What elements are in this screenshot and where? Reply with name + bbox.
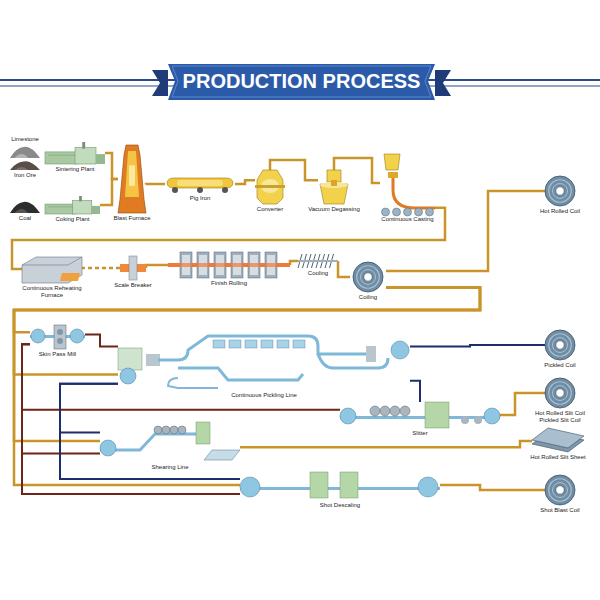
flow-line (440, 485, 545, 490)
stage-caption: Finish Rolling (204, 280, 254, 287)
flow-line (82, 268, 120, 269)
stage-caption: Shearing Line (145, 464, 195, 471)
stage-caption: Blast Furnace (109, 215, 155, 222)
process-stage: Pickled Coil (545, 330, 575, 360)
stage-caption: Converter (250, 206, 290, 213)
title-banner (0, 0, 600, 120)
stage-caption: Continuous Pickling Line (219, 392, 309, 399)
stage-illustration (545, 176, 575, 206)
stage-illustration (318, 170, 350, 204)
stage-caption: Limestone (5, 136, 45, 143)
flow-line (410, 381, 420, 402)
stage-caption: Coiling (351, 294, 385, 301)
stage-illustration (10, 160, 40, 170)
diagram-title: PRODUCTION PROCESS (168, 69, 435, 93)
stage-caption: Shot Descaling (315, 502, 365, 509)
process-stage: Hot Rolled Slit Sheet (532, 430, 584, 452)
process-stage: Limestone (10, 145, 40, 158)
stage-illustration (340, 402, 500, 428)
stage-caption: Slitter (405, 430, 435, 437)
process-stage: Coal (10, 200, 40, 213)
process-stage: Hot Rolled Slit Coil Pickled Slit Coil (545, 378, 575, 408)
stage-illustration (532, 430, 584, 452)
flow-line (338, 261, 350, 277)
process-stage: Vacuum Degassing (318, 170, 350, 204)
stage-illustration (380, 152, 435, 214)
process-stage: Hot Rolled Coil (545, 176, 575, 206)
process-stage: Continuous Pickling Line (118, 328, 410, 390)
process-stage: Shearing Line (100, 420, 240, 462)
stage-caption: Continuous Reheating Furnace (22, 285, 82, 299)
stage-illustration (10, 200, 40, 213)
stage-illustration (298, 254, 338, 268)
flow-line (12, 208, 445, 269)
stage-caption: Hot Rolled Slit Sheet (522, 454, 594, 461)
process-stage: Slitter (340, 402, 500, 428)
process-stage: Shot Descaling (240, 470, 440, 500)
stage-illustration (240, 470, 440, 500)
flow-line (146, 183, 165, 186)
process-stage: Converter (255, 170, 285, 204)
stage-illustration (118, 145, 146, 213)
stage-caption: Hot Rolled Coil (535, 208, 585, 215)
process-stage: Shot Blast Coil (545, 475, 575, 505)
stage-caption: Coking Plant (45, 216, 101, 223)
stage-illustration (165, 175, 235, 193)
stage-caption: Vacuum Degassing (304, 206, 364, 213)
process-stage: Continuous Casting (380, 152, 435, 214)
stage-caption: Scale Breaker (111, 282, 155, 289)
flow-line (60, 384, 240, 479)
stage-illustration (45, 196, 100, 214)
flow-line (235, 180, 255, 184)
stage-illustration (10, 145, 40, 158)
stage-caption: Pig Iron (180, 195, 220, 202)
process-stage: Blast Furnace (118, 145, 146, 213)
flow-line (240, 441, 532, 447)
stage-illustration (118, 328, 410, 390)
stage-caption: Sintering Plant (47, 166, 103, 173)
process-stage: Sintering Plant (45, 142, 105, 164)
stage-illustration (22, 255, 82, 283)
process-stage: Skin Pass Mill (30, 325, 85, 349)
stage-illustration (545, 330, 575, 360)
flow-line (386, 191, 545, 271)
flow-line (100, 179, 118, 205)
flow-line (85, 335, 118, 347)
process-stage: Continuous Reheating Furnace (22, 255, 82, 283)
stage-illustration (30, 325, 85, 349)
process-stage: Finish Rolling (168, 252, 290, 278)
stage-caption: Cooling (301, 270, 335, 277)
stage-caption: Skin Pass Mill (33, 351, 83, 358)
stage-caption: Continuous Casting (378, 216, 438, 223)
process-stage: Coking Plant (45, 196, 100, 214)
stage-caption: Iron Ore (7, 172, 43, 179)
stage-illustration (120, 256, 146, 280)
stage-illustration (255, 170, 285, 204)
stage-caption: Shot Blast Coil (535, 507, 585, 514)
process-stage: Scale Breaker (120, 256, 146, 280)
process-stage: Pig Iron (165, 175, 235, 193)
flow-line (22, 344, 340, 410)
process-stage: Iron Ore (10, 160, 40, 170)
process-stage: Coiling (350, 262, 386, 292)
stage-caption: Hot Rolled Slit Coil Pickled Slit Coil (525, 410, 595, 424)
stage-illustration (168, 252, 290, 278)
flow-line (60, 384, 118, 433)
flow-line (146, 265, 168, 268)
process-stage: Cooling (298, 254, 338, 268)
stage-illustration (100, 420, 240, 462)
flow-line (410, 345, 545, 347)
stage-caption: Coal (10, 215, 40, 222)
flow-line (14, 288, 480, 375)
stage-caption: Pickled Coil (538, 362, 582, 369)
flow-line (105, 153, 118, 179)
flow-line (290, 261, 298, 265)
stage-illustration (350, 262, 386, 292)
stage-illustration (545, 378, 575, 408)
stage-illustration (545, 475, 575, 505)
flow-line (14, 288, 480, 486)
stage-illustration (45, 142, 105, 164)
